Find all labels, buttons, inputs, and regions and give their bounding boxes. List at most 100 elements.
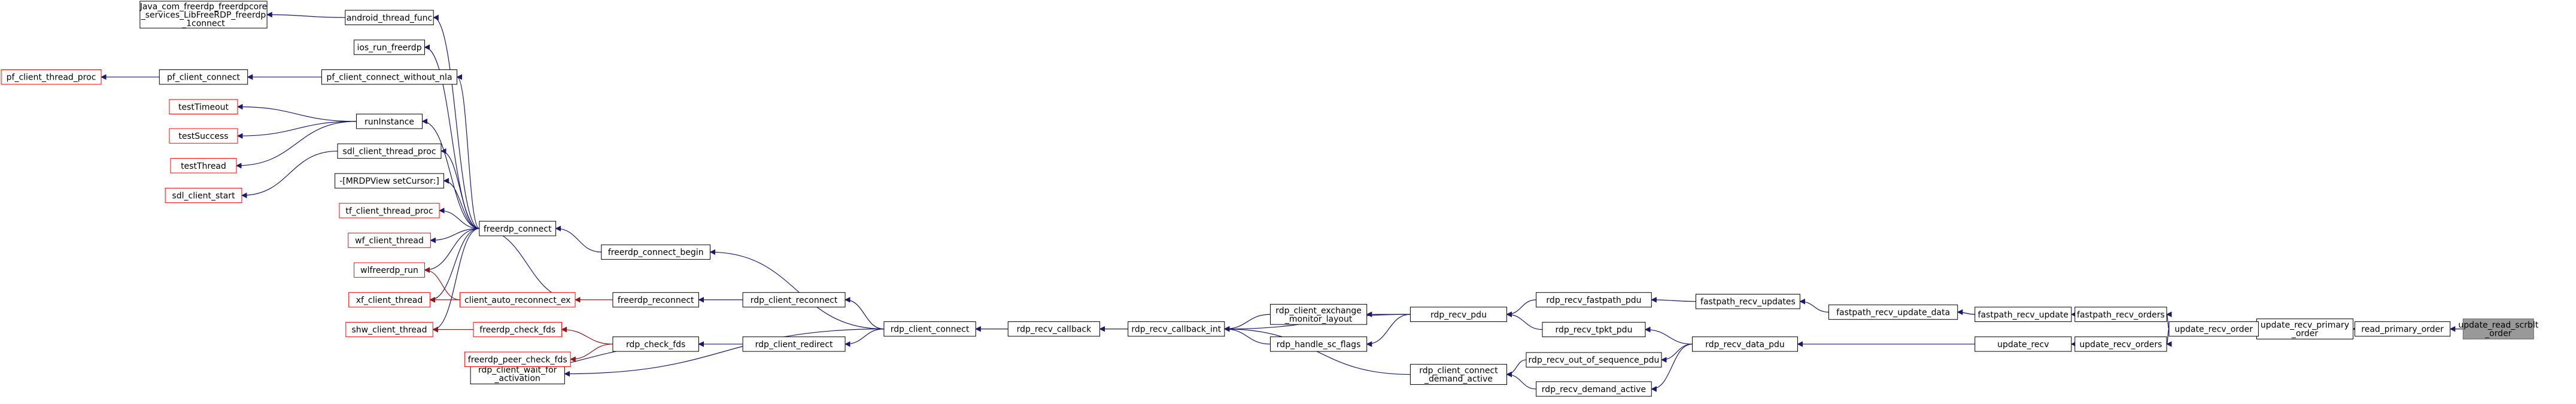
graph-node-rdp-client-connect-demand-active[interactable]: rdp_client_connect_demand_active bbox=[1409, 364, 1508, 385]
graph-node-java-connect[interactable]: Java_com_freerdp_freerdpcore_services_Li… bbox=[139, 1, 268, 29]
node-box bbox=[2168, 321, 2259, 337]
graph-node-read-primary-order[interactable]: read_primary_order bbox=[2355, 321, 2451, 337]
node-label: _services_LibFreeRDP_freerdp bbox=[141, 11, 266, 20]
node-box bbox=[742, 336, 846, 352]
node-box bbox=[1974, 306, 2072, 322]
graph-node-client-auto-reconnect-ex[interactable]: client_auto_reconnect_ex bbox=[459, 292, 576, 308]
graph-node-update-recv-primary-order[interactable]: update_recv_primary_order bbox=[2256, 318, 2354, 339]
graph-node-rdp-recv-data-pdu[interactable]: rdp_recv_data_pdu bbox=[1692, 336, 1798, 352]
graph-node-rdp-recv-callback-int[interactable]: rdp_recv_callback_int bbox=[1128, 321, 1225, 337]
edge-freerdp_connect-to-client_auto_reconnect_ex bbox=[479, 228, 576, 303]
node-label: ios_run_freerdp bbox=[357, 43, 421, 53]
edge-rdp_client_connect-to-rdp_client_redirect bbox=[845, 329, 884, 347]
graph-node-rdp-recv-callback[interactable]: rdp_recv_callback bbox=[1007, 321, 1101, 337]
node-label: rdp_handle_sc_flags bbox=[1277, 340, 1361, 350]
graph-node-update-recv-order[interactable]: update_recv_order bbox=[2168, 321, 2259, 337]
graph-node-freerdp-check-fds[interactable]: freerdp_check_fds bbox=[473, 321, 562, 338]
edge-rdp_recv_tpkt_pdu-to-rdp_recv_pdu bbox=[1506, 311, 1543, 330]
edge-runInstance-to-testTimeout bbox=[237, 104, 357, 122]
graph-node-freerdp-peer-check-fds[interactable]: freerdp_peer_check_fds bbox=[464, 351, 571, 367]
graph-node-pf-client-thread-proc[interactable]: pf_client_thread_proc bbox=[1, 69, 102, 85]
graph-node-tf-client-thread-proc[interactable]: tf_client_thread_proc bbox=[339, 203, 440, 218]
graph-node-android-thread-func[interactable]: android_thread_func bbox=[345, 10, 434, 25]
graph-node-freerdp-connect[interactable]: freerdp_connect bbox=[479, 221, 557, 236]
graph-node-freerdp-connect-begin[interactable]: freerdp_connect_begin bbox=[601, 244, 711, 260]
node-label: rdp_client_reconnect bbox=[751, 296, 838, 305]
edge-freerdp_connect-to-wlfreerdp_run bbox=[424, 228, 479, 273]
edge-fastpath_recv_update_data-to-fastpath_recv_updates bbox=[1799, 298, 1829, 313]
node-label: testTimeout bbox=[178, 102, 229, 112]
graph-node-rdp-client-wait-for-activation[interactable]: rdp_client_wait_for_activation bbox=[470, 363, 565, 384]
node-box bbox=[1409, 364, 1508, 385]
edge-rdp_handle_sc_flags-to-rdp_recv_callback_int bbox=[1223, 326, 1271, 345]
graph-node-fastpath-recv-update-data[interactable]: fastpath_recv_update_data bbox=[1828, 304, 1958, 320]
node-box bbox=[612, 336, 699, 352]
edge-freerdp_connect-to-runInstance bbox=[421, 118, 479, 229]
graph-node-testSuccess[interactable]: testSuccess bbox=[169, 128, 238, 144]
graph-node-testThread[interactable]: testThread bbox=[170, 158, 237, 174]
node-box bbox=[1270, 303, 1368, 325]
edge-rdp_recv_demand_active-to-rdp_client_connect_demand_active bbox=[1506, 371, 1536, 390]
graph-node-pf-client-connect-without-nla[interactable]: pf_client_connect_without_nla bbox=[321, 69, 458, 85]
graph-node-rdp-client-redirect[interactable]: rdp_client_redirect bbox=[742, 336, 846, 352]
graph-node-xf-client-thread[interactable]: xf_client_thread bbox=[348, 292, 430, 308]
graph-node-testTimeout[interactable]: testTimeout bbox=[169, 99, 238, 115]
graph-node-MRDPView-setCursor[interactable]: -[MRDPView setCursor:] bbox=[335, 173, 444, 189]
graph-node-freerdp-reconnect[interactable]: freerdp_reconnect bbox=[612, 292, 699, 308]
graph-node-wf-client-thread[interactable]: wf_client_thread bbox=[348, 232, 431, 248]
edge-rdp_client_connect-to-rdp_client_reconnect bbox=[845, 297, 884, 330]
graph-node-rdp-recv-pdu[interactable]: rdp_recv_pdu bbox=[1409, 306, 1508, 322]
node-box bbox=[345, 10, 434, 25]
node-box bbox=[1, 69, 102, 85]
node-box bbox=[345, 321, 433, 338]
node-box bbox=[459, 292, 576, 308]
node-box bbox=[170, 158, 237, 174]
node-box bbox=[479, 221, 557, 236]
node-box bbox=[354, 40, 425, 55]
graph-node-runInstance[interactable]: runInstance bbox=[356, 114, 423, 129]
node-label: rdp_recv_data_pdu bbox=[1705, 340, 1785, 350]
node-box bbox=[321, 69, 458, 85]
node-label: testSuccess bbox=[178, 132, 228, 141]
node-box bbox=[1270, 336, 1368, 352]
graph-node-rdp-handle-sc-flags[interactable]: rdp_handle_sc_flags bbox=[1270, 336, 1368, 352]
graph-node-rdp-recv-fastpath-pdu[interactable]: rdp_recv_fastpath_pdu bbox=[1536, 292, 1652, 308]
graph-node-rdp-client-reconnect[interactable]: rdp_client_reconnect bbox=[742, 292, 846, 308]
graph-node-fastpath-recv-orders[interactable]: fastpath_recv_orders bbox=[2074, 306, 2167, 322]
node-label: xf_client_thread bbox=[356, 296, 423, 305]
graph-node-fastpath-recv-update[interactable]: fastpath_recv_update bbox=[1974, 306, 2072, 322]
node-box bbox=[1692, 336, 1798, 352]
graph-node-fastpath-recv-updates[interactable]: fastpath_recv_updates bbox=[1695, 294, 1800, 309]
graph-node-wlfreerdp-run[interactable]: wlfreerdp_run bbox=[354, 262, 425, 278]
graph-node-update-read-scrblt-order[interactable]: update_read_scrblt_order bbox=[2458, 318, 2539, 339]
graph-node-sdl-client-start[interactable]: sdl_client_start bbox=[165, 187, 242, 203]
node-label: rdp_client_redirect bbox=[755, 340, 833, 350]
edge-fastpath_recv_update-to-fastpath_recv_update_data bbox=[1957, 309, 1975, 315]
edge-freerdp_connect-to-sdl_client_thread_proc bbox=[441, 148, 479, 229]
graph-node-rdp-recv-demand-active[interactable]: rdp_recv_demand_active bbox=[1536, 381, 1652, 397]
edge-client_auto_reconnect_ex-to-wlfreerdp_run bbox=[424, 267, 460, 300]
node-label: rdp_recv_demand_active bbox=[1542, 385, 1646, 394]
node-box bbox=[1526, 352, 1662, 367]
edge-rdp_client_exchange_monitor_layout-to-rdp_recv_callback_int bbox=[1223, 314, 1271, 332]
node-box bbox=[612, 292, 699, 308]
node-label: update_recv_order bbox=[2174, 325, 2253, 335]
graph-node-update-recv-orders[interactable]: update_recv_orders bbox=[2074, 336, 2167, 352]
graph-node-sdl-client-thread-proc[interactable]: sdl_client_thread_proc bbox=[337, 143, 442, 159]
node-box bbox=[883, 321, 976, 337]
graph-node-ios-run-freerdp[interactable]: ios_run_freerdp bbox=[354, 40, 425, 55]
node-label: client_auto_reconnect_ex bbox=[464, 296, 570, 305]
graph-node-rdp-client-connect[interactable]: rdp_client_connect bbox=[883, 321, 976, 337]
edge-rdp_recv_fastpath_pdu-to-rdp_recv_pdu bbox=[1506, 299, 1536, 318]
graph-node-rdp-client-exchange-monitor-layout[interactable]: rdp_client_exchange_monitor_layout bbox=[1270, 303, 1368, 325]
graph-node-update-recv[interactable]: update_recv bbox=[1974, 336, 2072, 352]
graph-node-pf-client-connect[interactable]: pf_client_connect bbox=[159, 69, 248, 85]
graph-node-rdp-check-fds[interactable]: rdp_check_fds bbox=[612, 336, 699, 352]
node-box bbox=[2074, 306, 2167, 322]
graph-node-shw-client-thread[interactable]: shw_client_thread bbox=[345, 321, 433, 338]
graph-node-rdp-recv-out-of-sequence-pdu[interactable]: rdp_recv_out_of_sequence_pdu bbox=[1526, 352, 1662, 367]
node-box bbox=[165, 187, 242, 203]
graph-node-rdp-recv-tpkt-pdu[interactable]: rdp_recv_tpkt_pdu bbox=[1542, 321, 1646, 338]
node-label: pf_client_thread_proc bbox=[7, 73, 96, 83]
